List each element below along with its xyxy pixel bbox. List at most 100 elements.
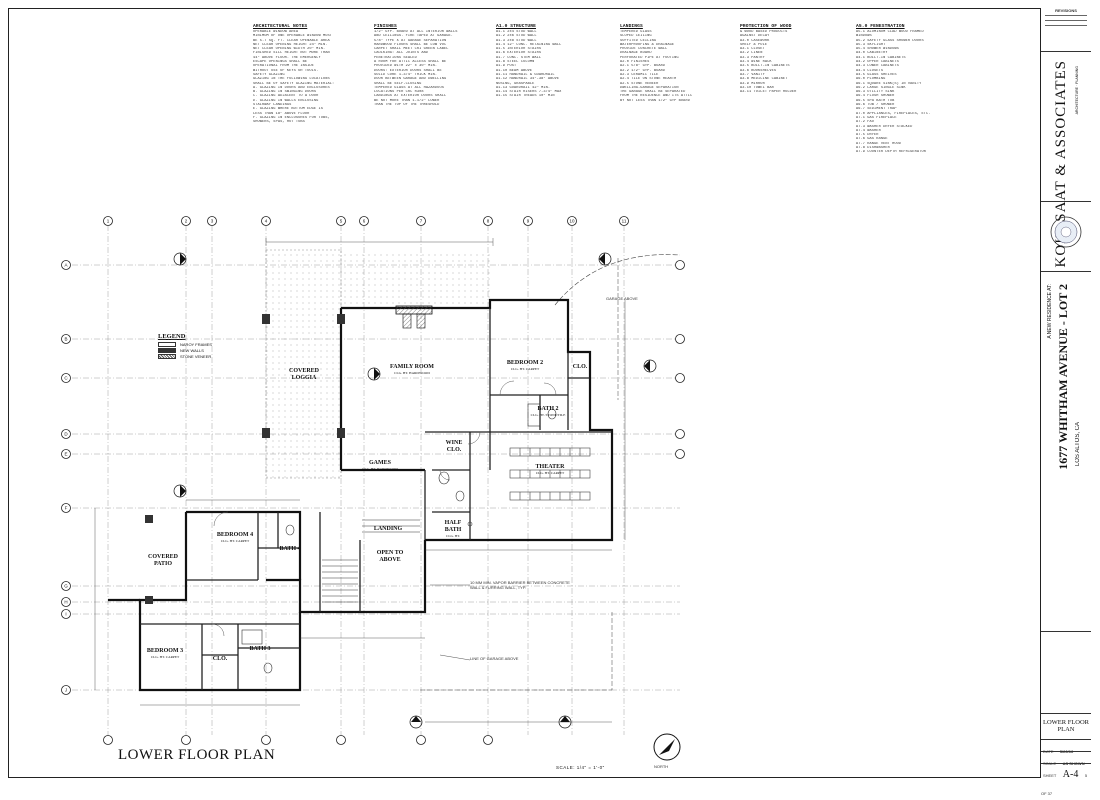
notes-line: A1.11 HANDRAIL & GUARDRAIL (496, 72, 555, 77)
notes-line: OPERATIONAL FROM THE INSIDE (253, 64, 314, 69)
notes-line: A6.0 PLUMBING (856, 77, 886, 82)
grid-bubble-4 (261, 216, 271, 226)
notes-line: PROVIDE CONCRETE WALL (620, 47, 668, 52)
notes-line: A1.3 2x8 STUD WALL (496, 38, 537, 43)
notes-line: A3.7 VANITY (740, 72, 765, 77)
note-line-of-garage: LINE OF GARAGE ABOVE (470, 656, 519, 661)
notes-line: ESCAPE OPENINGS SHALL BE (253, 60, 308, 65)
notes-line: A7.3 WASHER DRYER STACKED (856, 124, 913, 129)
notes-line: A1.6 EXTERIOR STAIRS (496, 51, 542, 56)
notes-line: A6.5 SPA BATH TUB (856, 98, 895, 103)
notes-box (1041, 632, 1091, 714)
project-pre: A NEW RESIDENCE AT: (1047, 284, 1053, 339)
note-garage-above: GARAGE ABOVE (606, 296, 638, 301)
notes-line: MINIMUM OF ONE OPERABLE WINDOW MUST (253, 34, 332, 39)
notes-line: A1.4 12" CONC. RETAINING WALL (496, 42, 562, 47)
notes-line: BY NOT LESS THAN 1/2" GYP BOARD (620, 98, 690, 103)
sheet-name-box: LOWER FLOOR PLAN (1041, 714, 1091, 740)
notes-line: PERFORATED PIPE AT FOOTING (620, 55, 679, 60)
grid-bubble-7 (416, 216, 426, 226)
room-bath-4: BATH 4 (279, 546, 301, 552)
note-vapor-barrier: 10 MM MIN. VAPOR BARRIER BETWEEN CONCRET… (470, 580, 570, 590)
notes-line: SAFETY GLAZING (253, 72, 285, 77)
sheet-number: A-4 (1062, 769, 1079, 780)
grid-label-top: 3 (211, 219, 214, 224)
notes-line: A7.1 GAS FIREPLACE (856, 115, 897, 120)
notes-line: GLAZING IN THE FOLLOWING LOCATIONS (253, 77, 330, 82)
notes-line: OPERABLE WINDOW AREA (253, 30, 299, 34)
firm-logo-box: KOHLSAAT & ASSOCIATES ARCHITECTURE · PLA… (1041, 52, 1091, 267)
notes-line: DRAINAGE BOARD (620, 51, 652, 56)
notes-line: A1.15 STAIR TREADS 10" MIN (496, 94, 555, 99)
notes-line: A1.12 HANDRAIL 34"-38" ABOVE (496, 77, 560, 82)
notes-line: SOLID CORE 1-3/4" THICK MIN. (374, 72, 438, 77)
sheet-number-box: SHEET A-4 5 OF 37 (1041, 769, 1088, 796)
notes-line: 1/2" GYP. BOARD AT ALL INTERIOR WALLS (374, 30, 458, 34)
notes-line: A3.8 MEDICINE CABINET (740, 77, 788, 82)
notes-line: A7.9 COUNTER DEPTH REFRIGERATOR (856, 150, 926, 155)
notes-line: A2.3 CERAMIC TILE (620, 72, 659, 77)
legend: LEGEND NAROY FRAMES NEW WALLS STONE VENE… (158, 333, 212, 360)
room-bath-3: BATH 3 (249, 646, 271, 652)
north-label: NORTH (654, 764, 669, 769)
notes-line: E. GLAZING WHERE BOTTOM EDGE IS (253, 107, 323, 112)
notes-line: DOOR BETWEEN GARAGE AND DWELLING (374, 77, 447, 82)
notes-line: DWELLING-GARAGE SEPARATION (620, 85, 679, 90)
room-clo-2: CLO. (572, 364, 588, 370)
notes-heading: LANDINGS (620, 24, 643, 29)
grid-label-left: A (64, 263, 67, 268)
notes-line: & WOOD BASED PRODUCTS (740, 30, 788, 34)
notes-line: A5.1 ALUMINUM CLAD WOOD FRAMED (856, 30, 924, 34)
notes-line: A7.5 DRYER (856, 133, 879, 138)
grid-bubble-8 (483, 216, 493, 226)
notes-line: A1.10 BEAM ABOVE (496, 68, 533, 73)
grid-bubble-10 (567, 216, 577, 226)
notes-line: FROM THE RESIDENCE AND ITS ATTIC (620, 94, 693, 99)
legend-title: LEGEND (158, 333, 186, 340)
notes-line: A6.1 SQUARE SINK(S) IN VANITY (856, 81, 922, 86)
notes-line: A7.0 APPLIANCES, FIREPLACES, ETC. (856, 111, 931, 116)
notes-line: SHELF & POLE (740, 42, 768, 47)
revisions-box: REVISIONS (1041, 8, 1091, 52)
notes-line: A1.5 INTERIOR STAIRS (496, 47, 542, 52)
notes-line: A. GLAZING IN DOORS AND ENCLOSURES (253, 85, 330, 90)
notes-line: AGAINST DECAY (740, 34, 770, 39)
notes-line: WITHOUT USE OF KEYS OR TOOLS. (253, 68, 319, 73)
notes-line: A2.1 5/8" GYP. BOARD (620, 64, 666, 69)
notes-line: LOCATIONS PER CRC R308 (374, 90, 424, 95)
notes-line: A4.1 BUILT-IN CABINETS (856, 55, 906, 60)
notes-line: SLOPED CEILING (620, 34, 652, 39)
notes-heading: A1.0 STRUCTURE (496, 24, 536, 29)
scale-box: SCALE AS SHOWN (1041, 752, 1091, 766)
notes-line: A3.0 CASEWORK (740, 38, 770, 43)
notes-line: B. GLAZING IN SWINGING DOORS (253, 90, 317, 95)
grid-label-left: G (64, 584, 68, 589)
notes-heading: PROTECTION OF WOOD (740, 24, 792, 29)
notes-line: A7.2 FAU (856, 120, 875, 125)
notes-line: A4.5 GLASS SHELVES (856, 72, 897, 77)
notes-line: A1.2 2x6 STUD WALL (496, 34, 537, 39)
notes-line: WINDOWS (856, 34, 872, 39)
notes-line: LESS THAN 18" ABOVE FLOOR (253, 111, 310, 116)
notes-line: A3.4 WINE RACK (740, 60, 772, 65)
notes-line: A3.1 CLOSET (740, 47, 765, 52)
notes-line: THAN THE TOP OF THE THRESHOLD (374, 103, 440, 108)
legend-item-new-walls: NEW WALLS (158, 348, 212, 354)
project-info-box: A NEW RESIDENCE AT: 1677 WHITHAM AVENUE … (1041, 272, 1091, 632)
legend-item-frames: NAROY FRAMES (158, 342, 212, 348)
grid-bubble-5 (336, 216, 346, 226)
notes-line: A3.5 BUILT-IN CABINETS (740, 64, 790, 69)
notes-line: NET CLEAR OPENING HEIGHT 24" MIN. (253, 42, 328, 47)
notes-line: PENETRATIONS SEALED (374, 55, 417, 60)
grid-bubble-3 (207, 216, 217, 226)
grid-bubble-1 (103, 216, 113, 226)
